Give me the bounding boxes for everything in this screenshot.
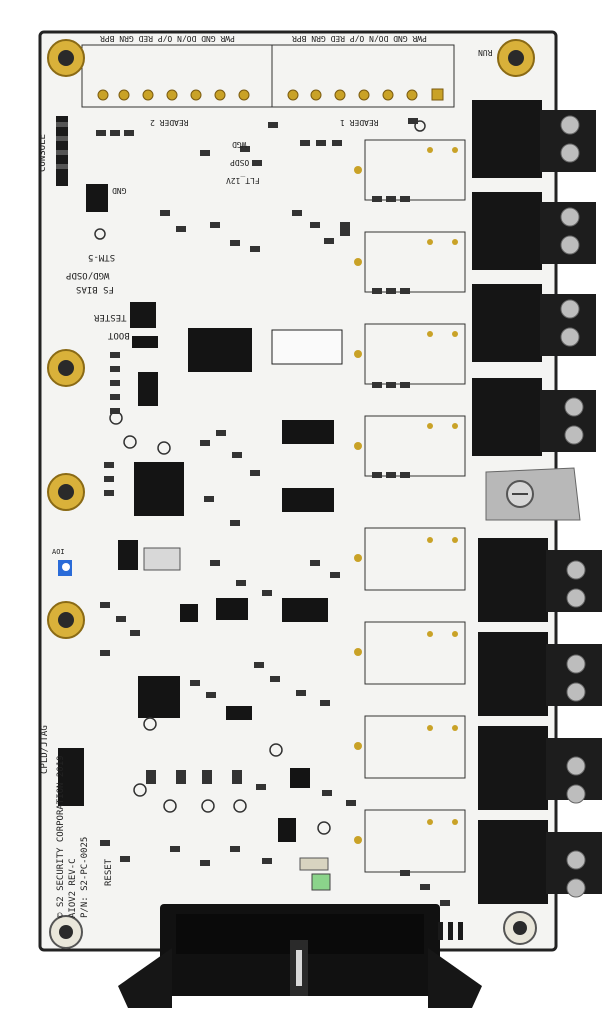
stm5-label: STM-5 bbox=[88, 252, 116, 262]
fs-bias-label: FS BIAS bbox=[76, 284, 114, 294]
mounting-holes bbox=[47, 39, 537, 949]
wgd-osdp-label: WGD/OSDP bbox=[66, 270, 110, 280]
flt-12v-label: FLT_12V bbox=[226, 176, 260, 185]
led-component bbox=[311, 873, 331, 891]
ribbon-connector bbox=[118, 904, 482, 1008]
gnd-label: GND bbox=[112, 186, 127, 195]
model-text: AIOV2 REV-C bbox=[68, 858, 78, 918]
reader2-label: READER 2 bbox=[150, 118, 189, 127]
wgd-label: WGD bbox=[232, 140, 247, 149]
part-number-text: P/N: S2-PC-0025 bbox=[80, 836, 90, 918]
cpld-jtag-label: CPLD/JTAG bbox=[40, 725, 50, 774]
reader1-label: READER 1 bbox=[340, 118, 379, 127]
terminal-blocks bbox=[472, 100, 602, 904]
top-pin-labels-left: PWR GND DO/N O/P RED GRN BPR bbox=[100, 34, 235, 43]
console-label: CONSOLE bbox=[38, 134, 48, 172]
run-label: RUN bbox=[478, 48, 493, 57]
jumpers bbox=[58, 184, 252, 806]
copyright-text: © S2 SECURITY CORPORATION 2019 bbox=[56, 755, 66, 918]
smd-components bbox=[96, 118, 450, 906]
relay-pads bbox=[354, 147, 458, 844]
small-header bbox=[438, 922, 463, 940]
top-pin-labels-right: PWR GND DO/N O/P RED GRN BPR bbox=[292, 34, 427, 43]
console-header bbox=[56, 116, 68, 186]
ics bbox=[134, 328, 343, 842]
boot-label: BOOT bbox=[108, 330, 130, 340]
tester-label: TESTER bbox=[94, 312, 127, 322]
crystal bbox=[143, 547, 181, 571]
osdp-label: OSDP bbox=[230, 158, 250, 167]
header-pins-top bbox=[97, 88, 444, 101]
capacitors bbox=[94, 120, 426, 835]
aoi-label: AOI bbox=[52, 548, 65, 556]
reset-label: RESET bbox=[104, 858, 114, 886]
relay-outlines bbox=[364, 139, 466, 873]
ground-clip bbox=[485, 467, 581, 521]
